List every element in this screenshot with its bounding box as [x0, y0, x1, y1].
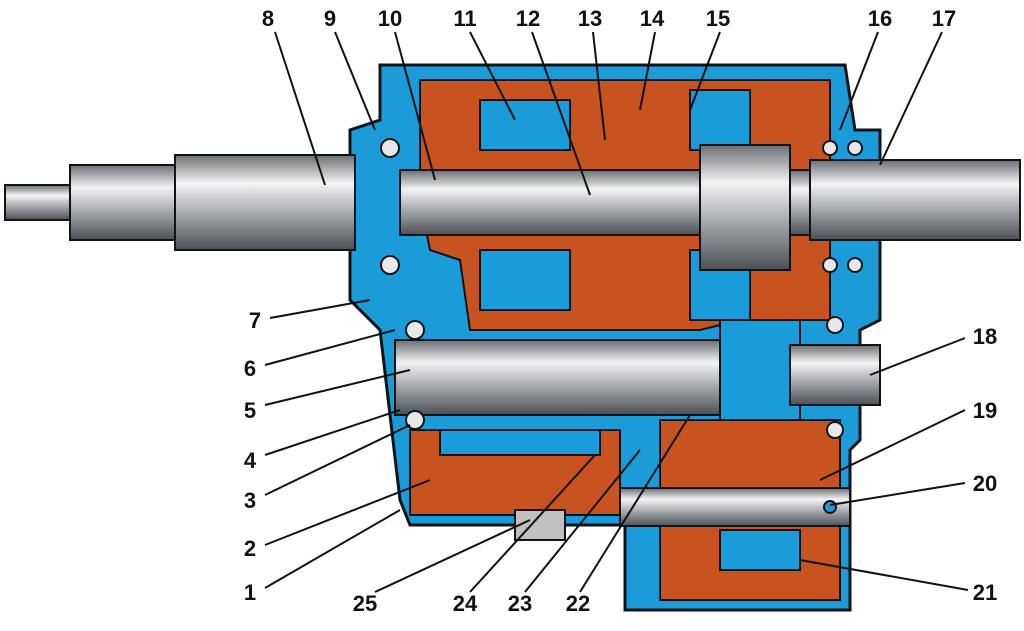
main-shaft	[399, 144, 1021, 271]
part-label-5: 5	[244, 398, 256, 423]
part-label-20: 20	[973, 471, 997, 496]
part-label-24: 24	[453, 591, 478, 616]
leader-line-6	[264, 329, 396, 366]
part-label-16: 16	[868, 6, 892, 31]
part-label-1: 1	[244, 580, 256, 605]
leader-line-22	[579, 414, 691, 593]
reverse-shaft	[619, 487, 851, 527]
part-label-25: 25	[353, 591, 377, 616]
leader-line-20	[829, 482, 966, 506]
leader-line-1	[264, 509, 401, 589]
part-label-19: 19	[973, 398, 997, 423]
leader-line-19	[819, 409, 966, 481]
leader-line-25	[374, 519, 531, 593]
leader-line-18	[869, 337, 966, 376]
part-label-12: 12	[516, 6, 540, 31]
part-label-4: 4	[244, 448, 257, 473]
leader-line-12	[531, 31, 591, 196]
part-label-2: 2	[244, 536, 256, 561]
countershaft	[394, 319, 881, 421]
leader-line-10	[394, 31, 436, 181]
leader-line-15	[689, 31, 721, 111]
part-label-13: 13	[578, 6, 602, 31]
leader-line-9	[334, 31, 376, 131]
leader-line-24	[469, 454, 596, 593]
part-label-21: 21	[973, 580, 997, 605]
part-label-17: 17	[932, 6, 956, 31]
leader-line-14	[639, 31, 656, 111]
input-shaft	[4, 154, 356, 251]
part-label-10: 10	[378, 6, 402, 31]
leader-line-7	[269, 299, 371, 319]
part-label-11: 11	[453, 6, 476, 31]
leader-line-11	[469, 31, 516, 121]
leader-line-4	[264, 409, 401, 456]
part-label-8: 8	[262, 6, 274, 31]
part-label-23: 23	[508, 591, 532, 616]
part-label-22: 22	[566, 591, 590, 616]
leader-line-3	[264, 424, 411, 496]
part-label-15: 15	[706, 6, 730, 31]
leader-line-2	[264, 479, 431, 546]
bearings	[380, 138, 863, 439]
part-label-3: 3	[244, 488, 256, 513]
part-label-9: 9	[324, 6, 336, 31]
part-label-14: 14	[640, 6, 665, 31]
leader-line-17	[879, 31, 943, 166]
leader-line-21	[799, 559, 969, 591]
leader-line-8	[274, 31, 326, 186]
leader-line-5	[264, 369, 411, 406]
leader-line-13	[592, 31, 606, 141]
part-label-6: 6	[244, 356, 256, 381]
leader-line-16	[839, 31, 879, 131]
leader-line-23	[524, 449, 641, 593]
part-label-18: 18	[973, 324, 997, 349]
part-label-7: 7	[249, 308, 261, 333]
